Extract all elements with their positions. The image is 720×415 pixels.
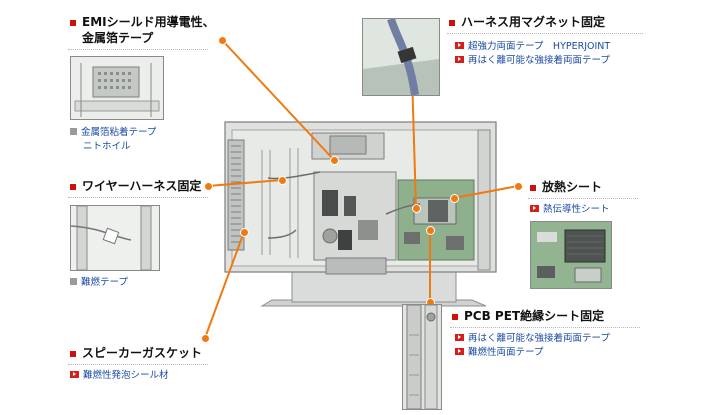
wire-harness-photo [70, 205, 160, 271]
material-item: 難燃性発泡シール材 [70, 370, 169, 382]
arrow-marker-icon [455, 348, 464, 355]
heat-sheet-photo [530, 221, 612, 289]
material-item: ニトホイル [83, 141, 131, 153]
divider [68, 197, 208, 198]
gray-square-icon [70, 278, 77, 285]
material-label: 再はく離可能な強接着両面テープ [468, 55, 610, 66]
divider [68, 49, 208, 50]
callout-title: 放熱シート [542, 180, 603, 194]
callout-title: ハーネス用マグネット固定 [461, 15, 606, 29]
pcb-pet-photo [402, 304, 442, 410]
heading-marker [530, 185, 536, 191]
material-item: 熱伝導性シート [530, 204, 610, 216]
callout-title: EMIシールド用導電性、 [82, 15, 215, 29]
arrow-marker-icon [455, 334, 464, 341]
callout-title: ワイヤーハーネス固定 [82, 179, 202, 193]
leader-dot-speaker-start [201, 334, 210, 343]
leader-dot-heat-end [450, 194, 459, 203]
material-label: 再はく離可能な強接着両面テープ [468, 333, 610, 344]
material-label: 難燃性両面テープ [468, 347, 544, 358]
heading-marker [70, 20, 76, 26]
divider [68, 364, 208, 365]
material-label: 金属箔粘着テープ [81, 127, 157, 138]
heading-marker [452, 314, 458, 320]
gray-square-icon [70, 128, 77, 135]
leader-dot-magnet-end [412, 204, 421, 213]
material-item: 難燃テープ [70, 277, 128, 289]
leader-dot-emi-end [330, 156, 339, 165]
material-label: 難燃性発泡シール材 [83, 370, 169, 381]
leader-dot-emi-start [218, 36, 227, 45]
material-label: 熱伝導性シート [543, 204, 610, 215]
heading-marker [70, 351, 76, 357]
callout-title-line2: 金属箔テープ [82, 31, 154, 45]
material-item: 再はく離可能な強接着両面テープ [455, 55, 610, 67]
leader-dot-pcb-end [426, 226, 435, 235]
callout-title: PCB PET絶縁シート固定 [464, 309, 605, 323]
divider [450, 327, 640, 328]
material-item: 超強力両面テープ HYPERJOINT [455, 41, 610, 53]
leader-dot-wire-start [204, 182, 213, 191]
material-item: 金属箔粘着テープ [70, 127, 156, 139]
callout-title: スピーカーガスケット [82, 346, 203, 360]
divider [447, 33, 643, 34]
arrow-marker-icon [455, 42, 464, 49]
arrow-marker-icon [70, 371, 79, 378]
emi-shield-photo [70, 56, 164, 120]
leader-dot-speaker-end [240, 228, 249, 237]
magnet-photo [362, 18, 440, 96]
divider [528, 198, 638, 199]
leader-dot-heat-start [514, 182, 523, 191]
material-item: 再はく離可能な強接着両面テープ [455, 333, 610, 345]
material-label: ニトホイル [83, 141, 131, 152]
material-item: 難燃性両面テープ [455, 347, 543, 359]
arrow-marker-icon [530, 205, 539, 212]
heading-marker [449, 20, 455, 26]
arrow-marker-icon [455, 56, 464, 63]
material-label: 超強力両面テープ HYPERJOINT [468, 41, 611, 52]
heading-marker [70, 184, 76, 190]
leader-dot-wire-end [278, 176, 287, 185]
material-label: 難燃テープ [81, 277, 128, 288]
